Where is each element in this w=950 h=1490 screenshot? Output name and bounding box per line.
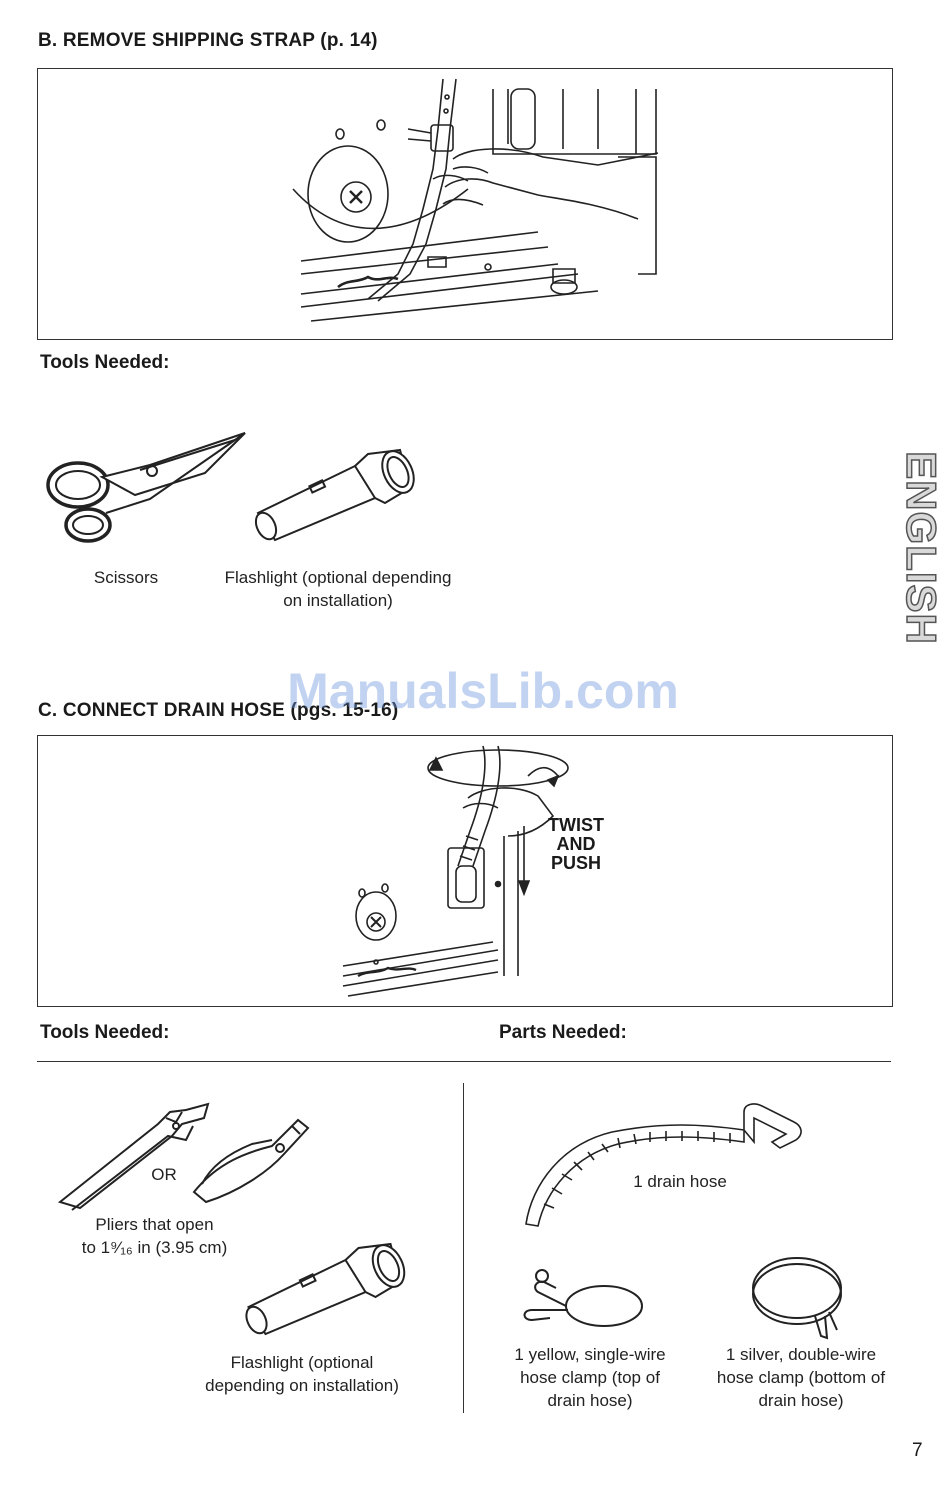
and-text: AND (556, 834, 596, 854)
double-wire-clamp-label: 1 silver, double-wire hose clamp (bottom… (690, 1343, 912, 1412)
single-wire-clamp-label: 1 yellow, single-wire hose clamp (top of… (490, 1343, 690, 1412)
section-c-divider (37, 1061, 891, 1062)
shipping-strap-illustration (37, 68, 893, 340)
flashlight-label-c: Flashlight (optional depending on instal… (178, 1351, 426, 1397)
watermark: ManualsLib.com (287, 663, 679, 719)
single-wire-clamp-label-line-1: 1 yellow, single-wire (514, 1345, 666, 1364)
language-tab: ENGLISH (897, 437, 946, 659)
flashlight-icon (238, 1242, 408, 1337)
pliers-icon (58, 1092, 213, 1212)
drain-hose-drawing (38, 736, 892, 1006)
flashlight-label-b: Flashlight (optional depending on instal… (224, 568, 452, 610)
single-wire-clamp-label-line-3: drain hose) (547, 1391, 633, 1410)
double-wire-clamp-label-line-1: 1 silver, double-wire (725, 1345, 877, 1364)
single-wire-clamp-icon (516, 1262, 648, 1332)
pliers-label-line-2: to 1⁹⁄₁₆ in (3.95 cm) (81, 1238, 228, 1257)
twist-and-push-text: TWIST AND PUSH (538, 816, 614, 873)
twist-text: TWIST (548, 815, 604, 835)
pliers-label-line-1: Pliers that open (95, 1215, 214, 1234)
scissors-label: Scissors (93, 568, 159, 587)
drain-hose-icon (522, 1104, 804, 1229)
double-wire-clamp-label-line-3: drain hose) (758, 1391, 844, 1410)
single-wire-clamp-label-line-2: hose clamp (top of (520, 1368, 660, 1387)
scissors-icon (40, 425, 250, 550)
shipping-strap-drawing (38, 69, 892, 339)
drain-hose-illustration: TWIST AND PUSH (37, 735, 893, 1007)
section-b-tools-heading: Tools Needed: (40, 352, 170, 373)
section-c-parts-heading: Parts Needed: (499, 1022, 627, 1043)
double-wire-clamp-icon (745, 1250, 857, 1342)
pliers-alt-icon (188, 1112, 313, 1204)
section-c-heading: C. CONNECT DRAIN HOSE (pgs. 15-16) (38, 700, 399, 721)
section-c-tools-heading: Tools Needed: (40, 1022, 170, 1043)
language-tab-label: ENGLISH (897, 450, 946, 645)
flashlight-label-c-line-1: Flashlight (optional (230, 1353, 374, 1372)
flashlight-icon (250, 448, 415, 543)
drain-hose-label: 1 drain hose (633, 1172, 727, 1191)
pliers-label: Pliers that open to 1⁹⁄₁₆ in (3.95 cm) (52, 1213, 257, 1259)
page-number: 7 (912, 1440, 923, 1461)
section-b-heading: B. REMOVE SHIPPING STRAP (p. 14) (38, 30, 378, 51)
or-label: OR (151, 1165, 177, 1184)
section-c-column-divider (463, 1083, 464, 1413)
push-text: PUSH (550, 853, 601, 873)
double-wire-clamp-label-line-2: hose clamp (bottom of (716, 1368, 886, 1387)
flashlight-label-c-line-2: depending on installation) (205, 1376, 399, 1395)
